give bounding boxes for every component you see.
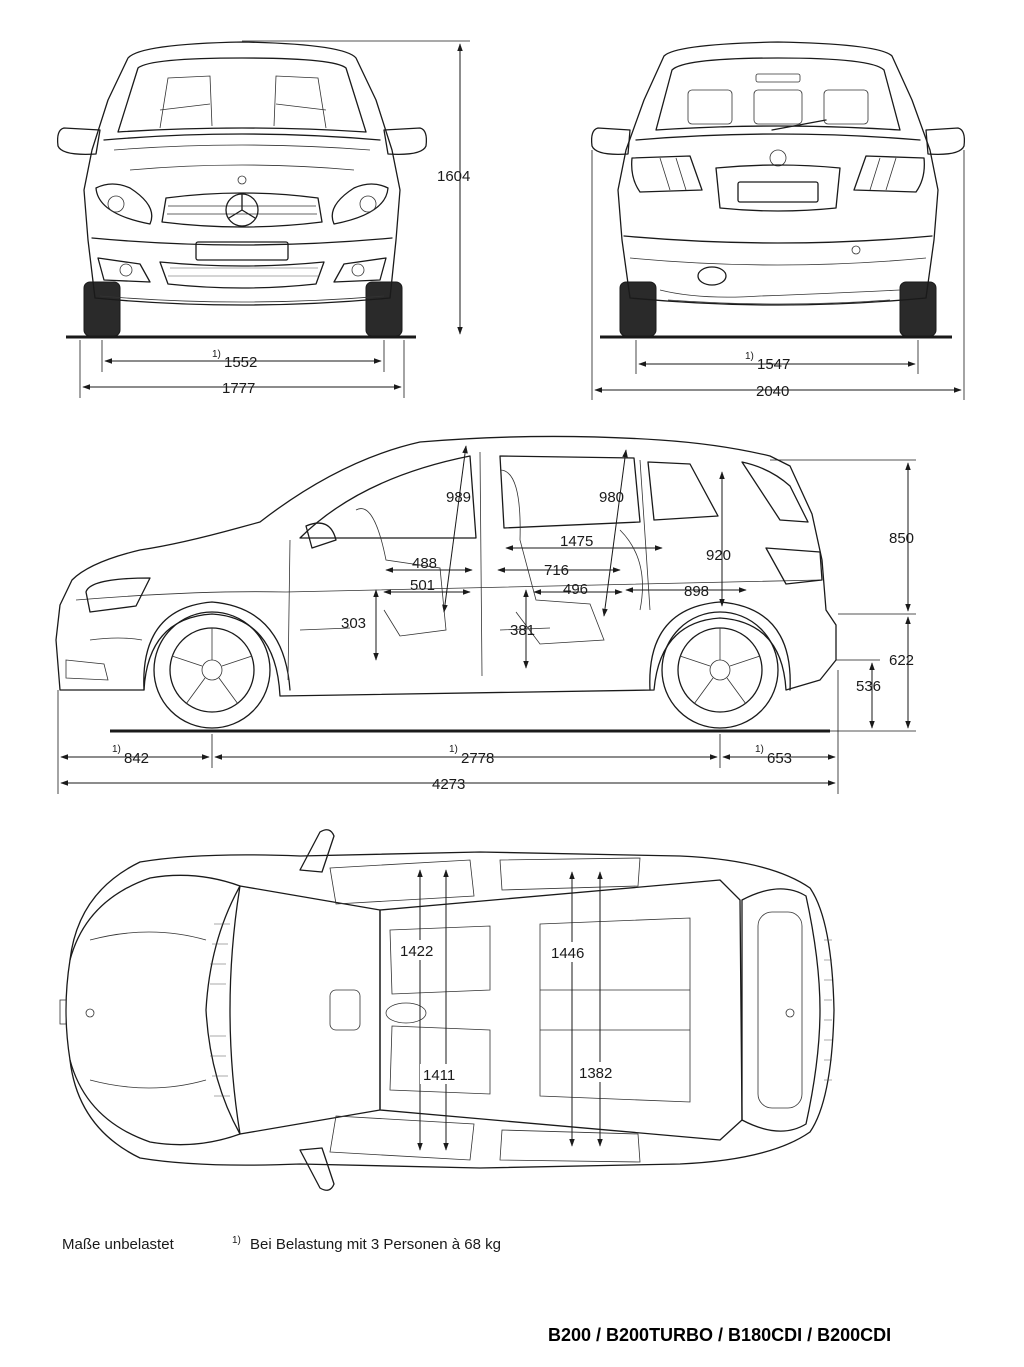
load-note-marker: 1) (232, 1235, 241, 1246)
side-car-drawing (55, 435, 837, 729)
front-overhang-label: 842 (124, 750, 149, 767)
front-track-note: 1) (212, 349, 221, 360)
front-view: 1604 1) 1552 1777 (56, 40, 470, 398)
rear-width-label: 2040 (756, 383, 789, 400)
headroom-rear-label: 980 (599, 489, 624, 506)
headroom-front-label: 989 (446, 489, 471, 506)
rear-seat-floor-label: 381 (510, 622, 535, 639)
rear-overhang-label: 653 (767, 750, 792, 767)
front-seat-depth-a-label: 488 (412, 555, 437, 572)
wheelbase-note: 1) (449, 744, 458, 755)
load-note: Bei Belastung mit 3 Personen à 68 kg (250, 1236, 501, 1253)
shoulder-rear-label: 1446 (551, 945, 584, 962)
front-seat-depth-b-label: 501 (410, 577, 435, 594)
wheelbase-label: 2778 (461, 750, 494, 767)
load-sill-height-label: 536 (856, 678, 881, 695)
overall-length-label: 4273 (432, 776, 465, 793)
side-view: 989 980 1475 920 488 501 716 496 898 303… (55, 435, 916, 794)
front-height-label: 1604 (437, 168, 470, 185)
front-seat-floor-label: 303 (341, 615, 366, 632)
legroom-span-label: 1475 (560, 533, 593, 550)
unladen-note: Maße unbelastet (62, 1236, 175, 1253)
front-car-drawing (56, 41, 428, 337)
front-track-label: 1552 (224, 354, 257, 371)
rear-track-note: 1) (745, 351, 754, 362)
seat-height-rear-label: 920 (706, 547, 731, 564)
front-overhang-note: 1) (112, 744, 121, 755)
rear-car-drawing (590, 41, 966, 337)
elbow-front-label: 1411 (423, 1067, 455, 1084)
rear-span-label: 898 (684, 583, 709, 600)
shoulder-front-label: 1422 (400, 943, 433, 960)
rear-track-label: 1547 (757, 356, 790, 373)
rear-overhang-note: 1) (755, 744, 764, 755)
knee-room-label: 716 (544, 562, 569, 579)
top-view: 1422 1446 1411 1382 (59, 829, 835, 1191)
front-width-label: 1777 (222, 380, 255, 397)
rear-view: 1) 1547 2040 (590, 41, 966, 400)
elbow-rear-label: 1382 (579, 1065, 612, 1082)
model-list: B200 / B200TURBO / B180CDI / B200CDI (548, 1325, 891, 1345)
lower-height-label: 622 (889, 652, 914, 669)
footer: Maße unbelastet 1) Bei Belastung mit 3 P… (62, 1235, 891, 1345)
top-car-drawing (59, 829, 835, 1191)
rear-seat-depth-label: 496 (563, 581, 588, 598)
upper-height-label: 850 (889, 530, 914, 547)
